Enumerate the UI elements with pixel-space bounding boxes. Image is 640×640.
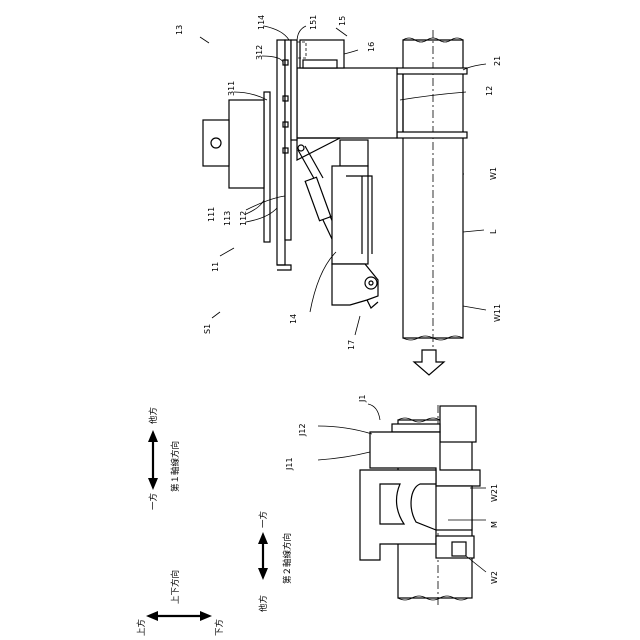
conveyance-arrow bbox=[414, 350, 444, 375]
label-21: 21 bbox=[493, 56, 502, 66]
label-16: 16 bbox=[367, 42, 376, 52]
label-13: 13 bbox=[175, 25, 184, 35]
label-15: 15 bbox=[338, 16, 347, 26]
label-111: 111 bbox=[207, 207, 216, 222]
label-113: 113 bbox=[223, 211, 232, 226]
label-11: 11 bbox=[211, 262, 220, 272]
label-151: 151 bbox=[309, 15, 318, 30]
axis1-caption: 第１軸線方向 bbox=[170, 441, 181, 492]
axis1-other-label: 他方 bbox=[148, 407, 159, 424]
unit-15 bbox=[292, 40, 344, 68]
label-W21: W21 bbox=[490, 484, 499, 502]
label-J11: J11 bbox=[285, 457, 294, 471]
label-S1: S1 bbox=[203, 324, 212, 334]
label-12: 12 bbox=[485, 86, 494, 96]
label-L: L bbox=[489, 229, 498, 234]
updown-arrow bbox=[146, 611, 212, 621]
label-17: 17 bbox=[347, 340, 356, 350]
label-112: 112 bbox=[239, 211, 248, 226]
jig-J1 bbox=[360, 406, 480, 560]
label-14: 14 bbox=[289, 314, 298, 324]
workpiece-W1 bbox=[403, 30, 463, 348]
axis2-one-label: 一方 bbox=[258, 511, 269, 528]
motor-111 bbox=[203, 100, 264, 188]
label-312: 312 bbox=[255, 45, 264, 60]
label-W2: W2 bbox=[490, 571, 499, 584]
frame-11 bbox=[264, 40, 297, 270]
label-J12: J12 bbox=[298, 423, 307, 437]
axis2-other-label: 他方 bbox=[258, 595, 269, 612]
label-W11: W11 bbox=[493, 304, 502, 322]
cylinder-S1 bbox=[332, 140, 372, 264]
lower-label: 下方 bbox=[214, 619, 225, 636]
label-W1: W1 bbox=[489, 167, 498, 180]
label-M: M bbox=[490, 521, 499, 528]
label-J1: J1 bbox=[358, 395, 367, 403]
label-311: 311 bbox=[227, 81, 236, 96]
axis1-one-label: 一方 bbox=[148, 493, 159, 510]
axis1-arrow bbox=[148, 430, 158, 490]
axis2-arrow bbox=[258, 532, 268, 580]
clamp-17 bbox=[332, 264, 378, 308]
label-114: 114 bbox=[257, 15, 266, 30]
updown-caption: 上下方向 bbox=[170, 570, 181, 604]
upper-label: 上方 bbox=[136, 619, 147, 636]
axis2-caption: 第２軸線方向 bbox=[282, 533, 293, 584]
